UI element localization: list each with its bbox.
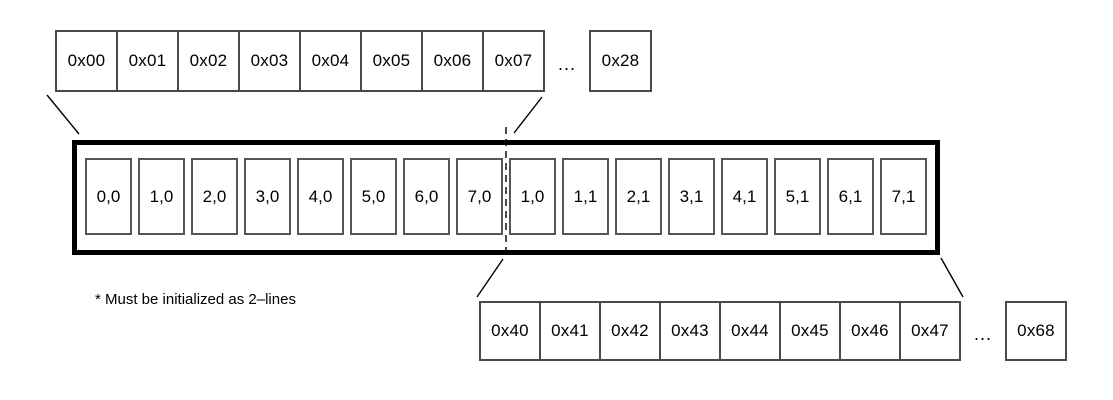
buffer-cell: 1,0 (509, 158, 556, 235)
address-cell: 0x06 (421, 30, 484, 92)
connector-line-top-left (46, 94, 80, 135)
address-cell: 0x01 (116, 30, 179, 92)
buffer-cell: 4,1 (721, 158, 768, 235)
address-cell: 0x00 (55, 30, 118, 92)
address-cell: 0x47 (899, 301, 961, 361)
buffer-cell: 3,0 (244, 158, 291, 235)
buffer-cell: 5,1 (774, 158, 821, 235)
two-line-buffer-container: 0,0 1,0 2,0 3,0 4,0 5,0 6,0 7,0 1,0 1,1 … (72, 140, 940, 255)
address-cell: 0x40 (479, 301, 541, 361)
address-cell: 0x44 (719, 301, 781, 361)
buffer-cell: 5,0 (350, 158, 397, 235)
buffer-cell: 3,1 (668, 158, 715, 235)
address-cell: 0x46 (839, 301, 901, 361)
address-cell: 0x04 (299, 30, 362, 92)
buffer-cell: 1,0 (138, 158, 185, 235)
address-cell-tail: 0x28 (589, 30, 653, 92)
buffer-cell: 7,1 (880, 158, 927, 235)
address-cell: 0x43 (659, 301, 721, 361)
buffer-cell: 2,0 (191, 158, 238, 235)
buffer-cell: 6,0 (403, 158, 450, 235)
address-cell: 0x45 (779, 301, 841, 361)
buffer-cell: 2,1 (615, 158, 662, 235)
address-cell: 0x42 (599, 301, 661, 361)
ellipsis: ... (974, 324, 993, 344)
buffer-cell: 6,1 (827, 158, 874, 235)
connector-line-top-right (513, 96, 543, 134)
ellipsis: ... (558, 54, 577, 74)
address-cell: 0x41 (539, 301, 601, 361)
buffer-cell: 7,0 (456, 158, 503, 235)
buffer-cell: 1,1 (562, 158, 609, 235)
buffer-cell: 4,0 (297, 158, 344, 235)
buffer-cell: 0,0 (85, 158, 132, 235)
connector-line-bottom-right (940, 257, 964, 298)
connector-line-bottom-left (476, 258, 504, 298)
address-cell: 0x02 (177, 30, 240, 92)
address-cell-tail: 0x68 (1005, 301, 1068, 361)
address-cell: 0x07 (482, 30, 545, 92)
address-cell: 0x03 (238, 30, 301, 92)
top-address-row: 0x00 0x01 0x02 0x03 0x04 0x05 0x06 0x07 … (55, 30, 653, 92)
bottom-address-row: 0x40 0x41 0x42 0x43 0x44 0x45 0x46 0x47 … (479, 301, 1068, 361)
footnote: * Must be initialized as 2–lines (95, 291, 296, 308)
address-cell: 0x05 (360, 30, 423, 92)
